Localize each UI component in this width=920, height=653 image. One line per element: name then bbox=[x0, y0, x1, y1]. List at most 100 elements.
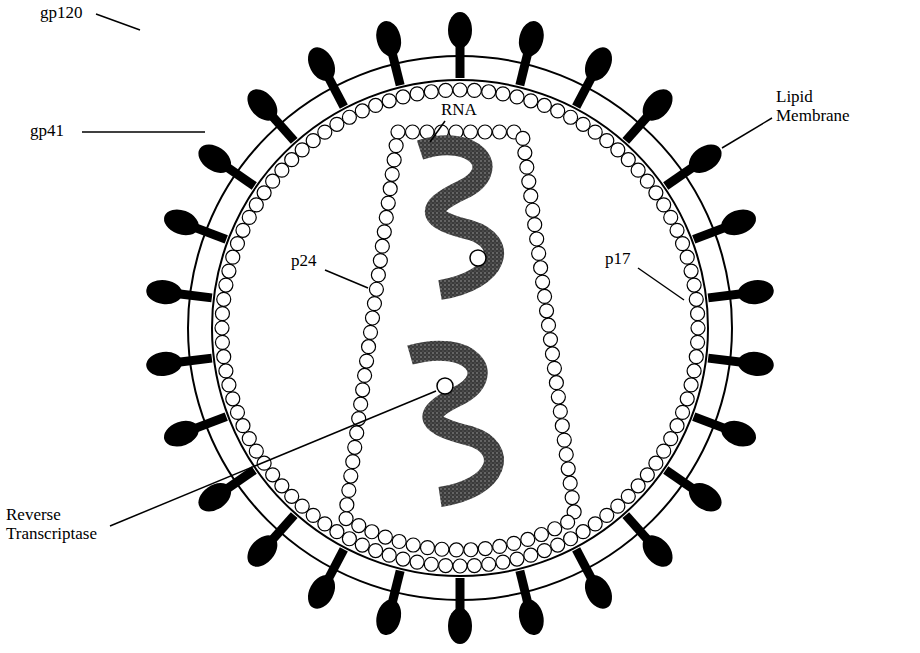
capsid-bead bbox=[478, 542, 492, 556]
spike-head bbox=[737, 278, 776, 306]
capsid-bead bbox=[364, 325, 378, 339]
capsid-bead bbox=[547, 361, 561, 375]
membrane-outer bbox=[188, 56, 732, 600]
matrix-bead bbox=[453, 83, 467, 97]
spike-head bbox=[303, 43, 341, 86]
matrix-bead bbox=[687, 364, 701, 378]
capsid-bead bbox=[553, 404, 567, 418]
matrix-bead bbox=[424, 557, 438, 571]
capsid-bead bbox=[373, 254, 387, 268]
capsid-bead bbox=[530, 232, 544, 246]
capsid-bead bbox=[383, 182, 397, 196]
capsid-bead bbox=[534, 261, 548, 275]
matrix-bead bbox=[691, 335, 705, 349]
part-label: gp41 bbox=[30, 122, 80, 141]
matrix-bead bbox=[691, 307, 705, 321]
capsid-bead bbox=[551, 390, 565, 404]
capsid-bead bbox=[549, 376, 563, 390]
capsid-bead bbox=[420, 541, 434, 555]
capsid-bead bbox=[362, 340, 376, 354]
matrix-bead bbox=[453, 559, 467, 573]
capsid-bead bbox=[375, 239, 389, 253]
matrix-bead bbox=[410, 555, 424, 569]
matrix-bead bbox=[249, 198, 263, 212]
capsid-bead bbox=[540, 304, 554, 318]
capsid-bead bbox=[548, 522, 562, 536]
capsid-bead bbox=[493, 125, 507, 139]
capsid-bead bbox=[344, 469, 358, 483]
matrix-bead bbox=[664, 432, 678, 446]
capsid-bead bbox=[348, 440, 362, 454]
matrix-bead bbox=[424, 85, 438, 99]
matrix-bead bbox=[576, 117, 590, 131]
matrix-bead bbox=[226, 392, 240, 406]
capsid-bead bbox=[365, 311, 379, 325]
matrix-bead bbox=[249, 444, 263, 458]
matrix-bead bbox=[330, 525, 344, 539]
matrix-bead bbox=[215, 335, 229, 349]
spike-head bbox=[515, 597, 547, 638]
leader-line bbox=[430, 121, 445, 142]
capsid-bead bbox=[377, 225, 391, 239]
capsid-bead bbox=[555, 419, 569, 433]
capsid-bead bbox=[493, 539, 507, 553]
matrix-bead bbox=[382, 94, 396, 108]
spike-head bbox=[303, 570, 341, 613]
capsid-bead bbox=[516, 131, 530, 145]
capsid-bead bbox=[342, 483, 356, 497]
capsid-bead bbox=[360, 354, 374, 368]
enzyme-dot bbox=[437, 378, 453, 394]
matrix-bead bbox=[226, 250, 240, 264]
matrix-bead bbox=[524, 94, 538, 108]
part-label: p24 bbox=[291, 252, 331, 271]
capsid-bead bbox=[354, 397, 368, 411]
matrix-bead bbox=[670, 223, 684, 237]
matrix-bead bbox=[482, 557, 496, 571]
capsid-bead bbox=[381, 196, 395, 210]
capsid-bead bbox=[538, 289, 552, 303]
matrix-bead bbox=[524, 548, 538, 562]
matrix-bead bbox=[687, 278, 701, 292]
capsid-bead bbox=[391, 125, 405, 139]
spike-head bbox=[684, 477, 727, 517]
capsid-bead bbox=[518, 146, 532, 160]
capsid-bead bbox=[365, 525, 379, 539]
matrix-bead bbox=[257, 456, 271, 470]
leader-line bbox=[325, 270, 368, 288]
rna-strand bbox=[410, 351, 494, 497]
matrix-bead bbox=[657, 198, 671, 212]
matrix-bead bbox=[689, 350, 703, 364]
matrix-bead bbox=[222, 264, 236, 278]
matrix-bead bbox=[242, 432, 256, 446]
leader-lines bbox=[82, 14, 772, 526]
matrix-bead bbox=[664, 210, 678, 224]
leader-line bbox=[722, 118, 772, 148]
matrix-bead bbox=[242, 210, 256, 224]
spike-head bbox=[145, 278, 184, 306]
matrix-bead bbox=[510, 552, 524, 566]
capsid-bead bbox=[528, 218, 542, 232]
matrix-ring bbox=[215, 83, 705, 573]
matrix-bead bbox=[236, 223, 250, 237]
matrix-bead bbox=[467, 83, 481, 97]
matrix-bead bbox=[342, 110, 356, 124]
spike-head bbox=[579, 43, 617, 86]
matrix-bead bbox=[691, 321, 705, 335]
capsid-bead bbox=[406, 538, 420, 552]
matrix-bead bbox=[217, 350, 231, 364]
spike-head bbox=[637, 530, 679, 573]
matrix-bead bbox=[215, 321, 229, 335]
spike-head bbox=[160, 416, 202, 451]
matrix-bead bbox=[219, 278, 233, 292]
matrix-bead bbox=[355, 104, 369, 118]
matrix-bead bbox=[396, 90, 410, 104]
matrix-bead bbox=[230, 405, 244, 419]
capsid-bead bbox=[406, 125, 420, 139]
capsid-bead bbox=[346, 455, 360, 469]
matrix-bead bbox=[467, 559, 481, 573]
spike-head bbox=[515, 18, 547, 59]
matrix-bead bbox=[230, 237, 244, 251]
matrix-bead bbox=[369, 98, 383, 112]
capsid-bead bbox=[367, 297, 381, 311]
